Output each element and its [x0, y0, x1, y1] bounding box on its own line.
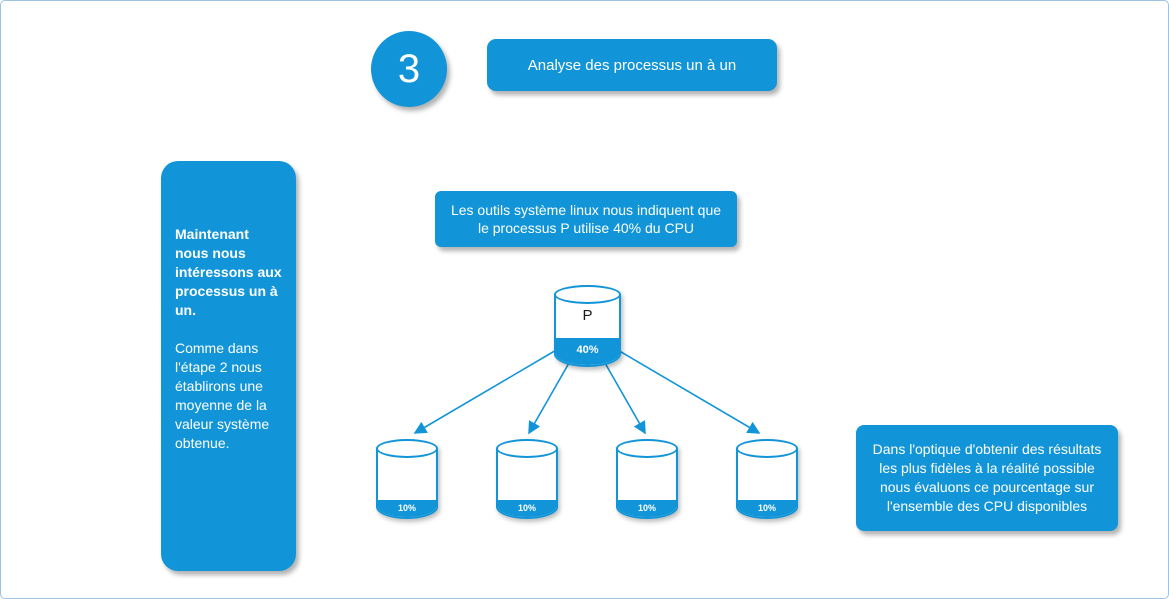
- cpu-cylinder-1-body: 10%: [376, 448, 438, 519]
- right-note-text: Dans l'optique d'obtenir des résultats l…: [872, 441, 1102, 514]
- cpu-cylinder-2-fill: 10%: [498, 500, 556, 517]
- left-note-box: Maintenant nous nous intéressons aux pro…: [161, 161, 296, 571]
- process-cylinder-body: P 40%: [554, 294, 621, 367]
- arrow-to-cpu-3: [604, 362, 646, 435]
- cpu-cylinder-4-fill: 10%: [738, 500, 796, 517]
- right-note-box: Dans l'optique d'obtenir des résultats l…: [856, 425, 1118, 531]
- cpu-cylinder-4: 10%: [736, 439, 798, 519]
- cpu-cylinder-1-top: [376, 439, 438, 458]
- cpu-cylinder-3-top: [616, 439, 678, 458]
- process-cylinder: P 40%: [554, 285, 621, 367]
- process-cylinder-value: 40%: [576, 344, 599, 356]
- arrow-to-cpu-4: [615, 348, 761, 434]
- cpu-cylinder-2: 10%: [496, 439, 558, 519]
- cpu-cylinder-4-body: 10%: [736, 448, 798, 519]
- left-note-body-text: Comme dans l'étape 2 nous établirons une…: [175, 340, 270, 451]
- process-cylinder-top: [554, 285, 621, 304]
- cpu-cylinder-1: 10%: [376, 439, 438, 519]
- top-note-box: Les outils système linux nous indiquent …: [435, 191, 737, 247]
- cpu-cylinder-4-value: 10%: [757, 503, 776, 513]
- arrow-to-cpu-2: [528, 362, 570, 435]
- cpu-cylinder-2-top: [496, 439, 558, 458]
- step-number-badge: 3: [371, 31, 447, 107]
- cpu-cylinder-3-fill: 10%: [618, 500, 676, 517]
- cpu-cylinder-1-fill: 10%: [378, 500, 436, 517]
- process-cylinder-label: P: [582, 307, 593, 324]
- cpu-cylinder-3-value: 10%: [637, 503, 656, 513]
- step-title-box: Analyse des processus un à un: [487, 39, 777, 91]
- cpu-cylinder-4-top: [736, 439, 798, 458]
- cpu-cylinder-3: 10%: [616, 439, 678, 519]
- process-cylinder-fill: 40%: [556, 338, 619, 365]
- step-number: 3: [397, 46, 421, 91]
- left-note-bold-text: Maintenant nous nous intéressons aux pro…: [175, 226, 282, 318]
- top-note-text: Les outils système linux nous indiquent …: [450, 202, 722, 236]
- cpu-cylinder-3-body: 10%: [616, 448, 678, 519]
- cpu-cylinder-2-value: 10%: [517, 503, 536, 513]
- cpu-cylinder-1-value: 10%: [397, 503, 416, 513]
- arrow-to-cpu-1: [413, 348, 559, 434]
- step-title-text: Analyse des processus un à un: [527, 56, 737, 74]
- cpu-cylinder-2-body: 10%: [496, 448, 558, 519]
